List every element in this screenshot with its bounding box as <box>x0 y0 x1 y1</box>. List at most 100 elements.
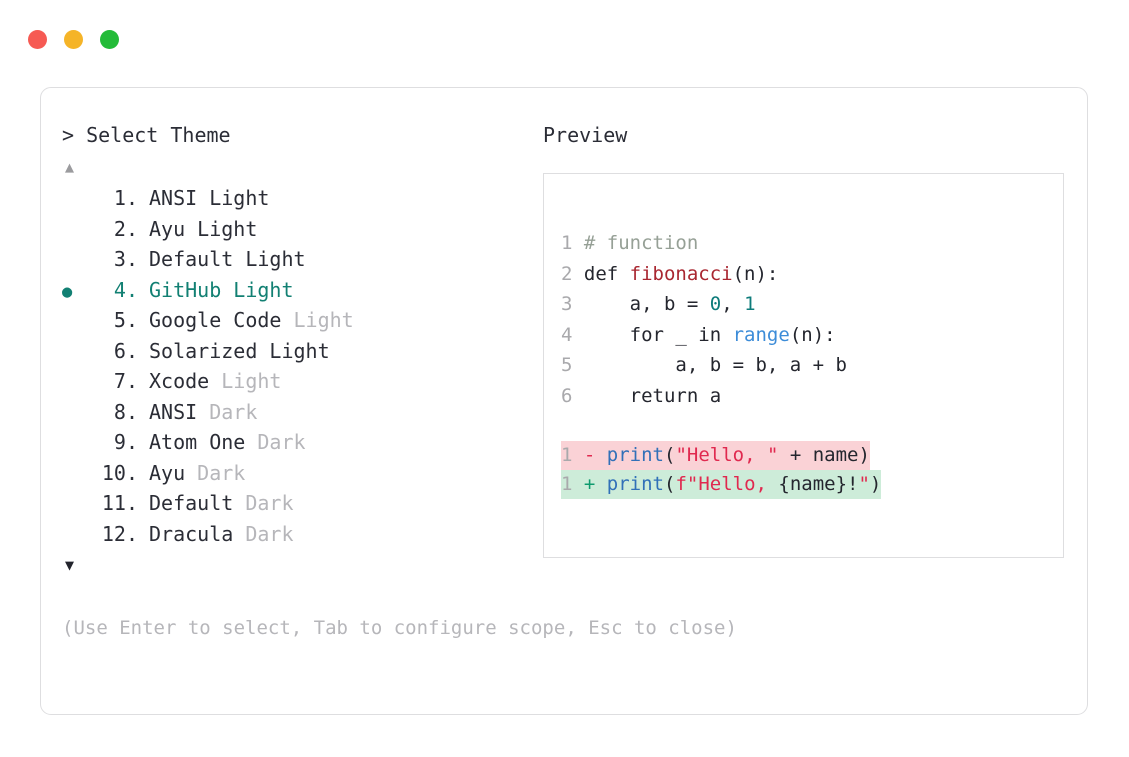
preview-label: Preview <box>543 123 628 147</box>
theme-item-index: 12. <box>101 521 138 546</box>
theme-item-mode: Dark <box>185 460 246 485</box>
theme-item-mode: Dark <box>233 491 294 515</box>
theme-list-item[interactable]: 7. Xcode Light <box>62 366 532 397</box>
theme-item-spacer <box>138 244 149 275</box>
theme-list-item[interactable]: ● 4. GitHub Light <box>62 275 532 306</box>
code-line: 4 for _ in range(n): <box>561 320 1057 351</box>
code-token: print <box>606 473 664 495</box>
code-token: fibonacci <box>629 262 733 285</box>
theme-list-item[interactable]: 2. Ayu Light <box>62 214 532 245</box>
theme-item-spacer <box>138 458 149 489</box>
line-number: 4 <box>561 323 584 346</box>
theme-item-name: Dracula <box>149 521 234 546</box>
code-token: a, b = b, a + b <box>583 354 847 376</box>
minimize-window-button[interactable] <box>64 30 83 49</box>
theme-item-name: Ayu <box>149 460 186 485</box>
code-line: 6 return a <box>561 381 1057 412</box>
theme-list-item[interactable]: 11. Default Dark <box>62 488 532 519</box>
theme-item-spacer <box>138 427 149 458</box>
code-token: def <box>583 262 630 285</box>
code-line: 5 a, b = b, a + b <box>561 350 1057 381</box>
theme-item-index: 7. <box>113 369 138 393</box>
line-number: 1 <box>561 444 584 466</box>
theme-list-item[interactable]: 10. Ayu Dark <box>62 458 532 489</box>
theme-list-item[interactable]: 5. Google Code Light <box>62 305 532 336</box>
theme-list-item[interactable]: 6. Solarized Light <box>62 336 532 367</box>
selected-bullet-icon: ● <box>62 281 73 302</box>
theme-item-name: GitHub <box>149 277 222 302</box>
diff-minus-sign: - <box>583 444 607 466</box>
code-token: (n): <box>732 262 779 285</box>
code-token: return a <box>583 384 722 407</box>
code-token: ( <box>663 473 676 495</box>
theme-list-item[interactable]: 12. Dracula Dark <box>62 519 532 550</box>
code-token: range <box>732 323 790 346</box>
code-token: , <box>721 293 745 315</box>
theme-list-item[interactable]: 9. Atom One Dark <box>62 427 532 458</box>
theme-item-spacer <box>138 336 149 367</box>
theme-item-mode: Dark <box>245 430 306 454</box>
code-token: ( <box>663 444 676 466</box>
theme-item-index: 3. <box>113 247 138 271</box>
theme-item-mode: Dark <box>233 521 294 546</box>
theme-item-index: 6. <box>113 338 138 363</box>
scroll-up-icon[interactable]: ▲ <box>65 158 75 176</box>
keyboard-hint: (Use Enter to select, Tab to configure s… <box>62 617 737 639</box>
code-token: (n): <box>789 323 836 346</box>
line-number: 5 <box>561 354 584 376</box>
theme-item-spacer <box>138 183 149 214</box>
theme-item-index: 10. <box>101 460 138 485</box>
diff-removed-line: 1 - print("Hello, " + name) <box>561 441 870 470</box>
code-token: 0 <box>709 293 722 315</box>
theme-item-name: ANSI <box>149 186 198 210</box>
code-line: 3 a, b = 0, 1 <box>561 289 1057 320</box>
theme-item-mode: Dark <box>197 399 258 424</box>
prompt-caret-icon: > <box>62 123 75 147</box>
line-number: 1 <box>561 232 584 254</box>
diff-plus-sign: + <box>583 473 607 495</box>
diff-lines: 1 - print("Hello, " + name)1 + print(f"H… <box>561 441 1057 499</box>
theme-item-spacer <box>138 519 149 550</box>
theme-item-mode: Light <box>197 186 270 210</box>
theme-item-index: 5. <box>113 308 138 332</box>
window-traffic-lights <box>28 30 119 49</box>
theme-item-spacer <box>138 305 149 336</box>
theme-item-spacer <box>138 275 149 306</box>
page-title-label: Select Theme <box>86 123 231 147</box>
theme-item-spacer <box>138 214 149 245</box>
theme-item-name: Google Code <box>149 308 282 332</box>
theme-item-mode: Light <box>281 308 354 332</box>
code-token: " <box>858 473 870 495</box>
theme-item-index: 9. <box>113 430 138 454</box>
page-title: > Select Theme <box>62 121 532 149</box>
theme-item-name: ANSI <box>149 399 198 424</box>
code-token: "Hello, " <box>675 444 779 466</box>
theme-list-item[interactable]: 3. Default Light <box>62 244 532 275</box>
theme-item-mode: Light <box>209 369 282 393</box>
code-token: print <box>606 444 664 466</box>
theme-item-spacer <box>138 366 149 397</box>
theme-item-mode: Light <box>221 277 294 302</box>
theme-list-item[interactable]: 8. ANSI Dark <box>62 397 532 428</box>
code-token: ) <box>869 473 882 495</box>
code-token: # function <box>583 232 699 254</box>
theme-item-index: 1. <box>113 186 138 210</box>
theme-list-item[interactable]: 1. ANSI Light <box>62 183 532 214</box>
theme-item-index: 11. <box>101 491 138 515</box>
scroll-down-icon[interactable]: ▼ <box>65 556 75 574</box>
code-line: 1 # function <box>561 228 1057 259</box>
theme-item-index: 4. <box>113 277 138 302</box>
maximize-window-button[interactable] <box>100 30 119 49</box>
code-line: 2 def fibonacci(n): <box>561 259 1057 290</box>
theme-item-name: Ayu <box>149 216 186 241</box>
line-number: 2 <box>561 262 584 285</box>
code-token: 1 <box>744 293 756 315</box>
close-window-button[interactable] <box>28 30 47 49</box>
theme-item-mode: Light <box>233 247 306 271</box>
theme-item-index: 2. <box>113 216 138 241</box>
